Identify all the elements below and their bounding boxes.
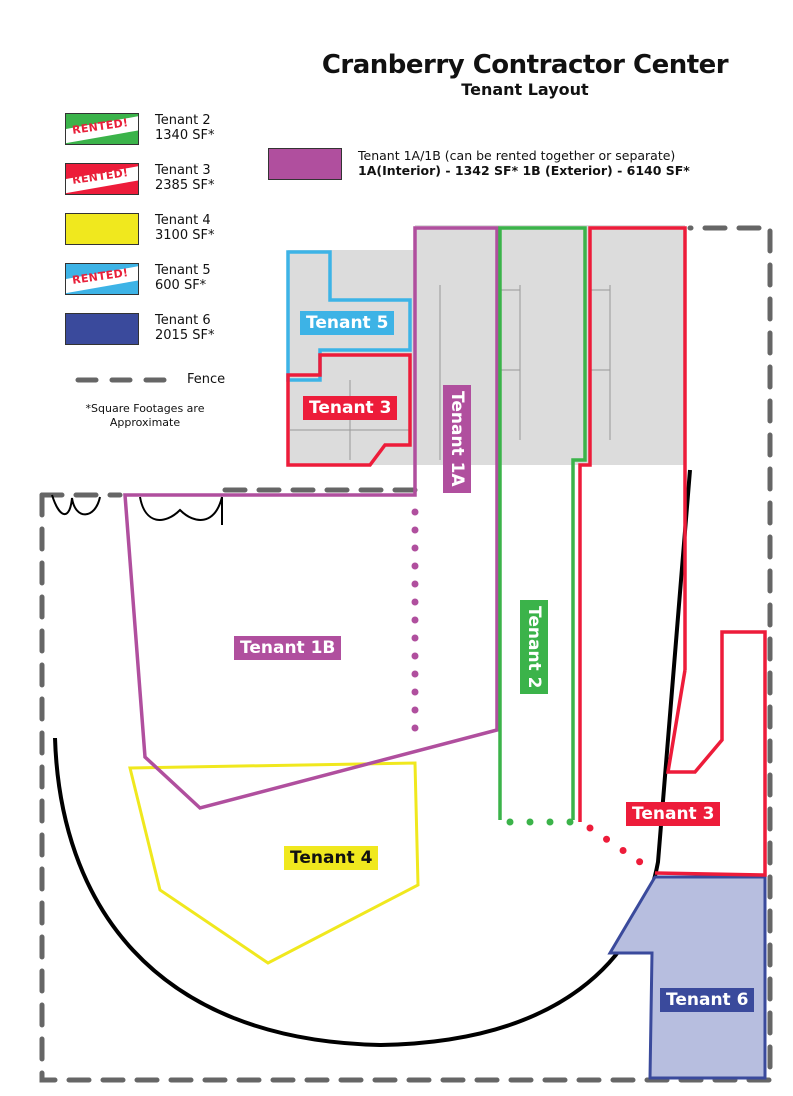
legend-name: Tenant 6 xyxy=(155,313,211,328)
tenant-3-office-label[interactable]: Tenant 3 xyxy=(303,396,398,420)
building-floorplan-west xyxy=(288,250,415,465)
legend-name: Tenant 4 xyxy=(155,213,211,228)
floorplan-walls xyxy=(290,255,611,460)
fence-swatch xyxy=(75,377,173,383)
tenant-3-yard xyxy=(654,630,767,877)
tenant-5-area xyxy=(286,250,412,382)
legend-sf: 3100 SF* xyxy=(155,228,215,243)
page-title: Cranberry Contractor Center xyxy=(321,50,729,80)
tenant-6-swatch xyxy=(65,313,139,345)
tenant-4-label[interactable]: Tenant 4 xyxy=(284,846,379,870)
tenant-1-area xyxy=(123,226,499,810)
tenant-5-label[interactable]: Tenant 5 xyxy=(300,311,395,335)
tenant-1a-label[interactable]: Tenant 1A xyxy=(443,385,471,493)
legend-fence-label: Fence xyxy=(187,372,226,387)
doorway-arcs xyxy=(51,494,223,525)
legend-name: Tenant 5 xyxy=(155,263,211,278)
legend-sf: 2015 SF* xyxy=(155,328,215,343)
tenant-1-description: Tenant 1A/1B (can be rented together or … xyxy=(358,148,676,163)
legend-sf: 600 SF* xyxy=(155,278,207,293)
tenant-2-label[interactable]: Tenant 2 xyxy=(520,600,548,695)
legend-note: *Square Footages are Approximate xyxy=(85,402,205,429)
fence xyxy=(39,225,773,1083)
tenant-3-office-area xyxy=(286,353,412,467)
legend-sf: 1340 SF* xyxy=(155,128,215,143)
tenant-2-area xyxy=(498,226,587,820)
tenant-3-yard-label[interactable]: Tenant 3 xyxy=(626,802,721,826)
tenant-3-boundary-dots xyxy=(586,824,644,866)
legend-name: Tenant 3 xyxy=(155,163,211,178)
tenant-3-area xyxy=(578,226,687,822)
tenant-5-swatch: RENTED! xyxy=(65,263,139,295)
tenant-1-swatch xyxy=(268,148,342,180)
tenant-6-label[interactable]: Tenant 6 xyxy=(660,988,755,1012)
legend-name: Tenant 2 xyxy=(155,113,211,128)
tenant-4-swatch xyxy=(65,213,139,245)
tenant-1b-label[interactable]: Tenant 1B xyxy=(234,636,342,660)
curb-line xyxy=(53,469,692,1048)
page-subtitle: Tenant Layout xyxy=(461,80,589,99)
tenant-1-square-footage: 1A(Interior) - 1342 SF* 1B (Exterior) - … xyxy=(358,163,690,178)
legend-sf: 2385 SF* xyxy=(155,178,215,193)
tenant-6-area xyxy=(607,875,767,1080)
tenant-2-swatch: RENTED! xyxy=(65,113,139,145)
tenant-3-swatch: RENTED! xyxy=(65,163,139,195)
